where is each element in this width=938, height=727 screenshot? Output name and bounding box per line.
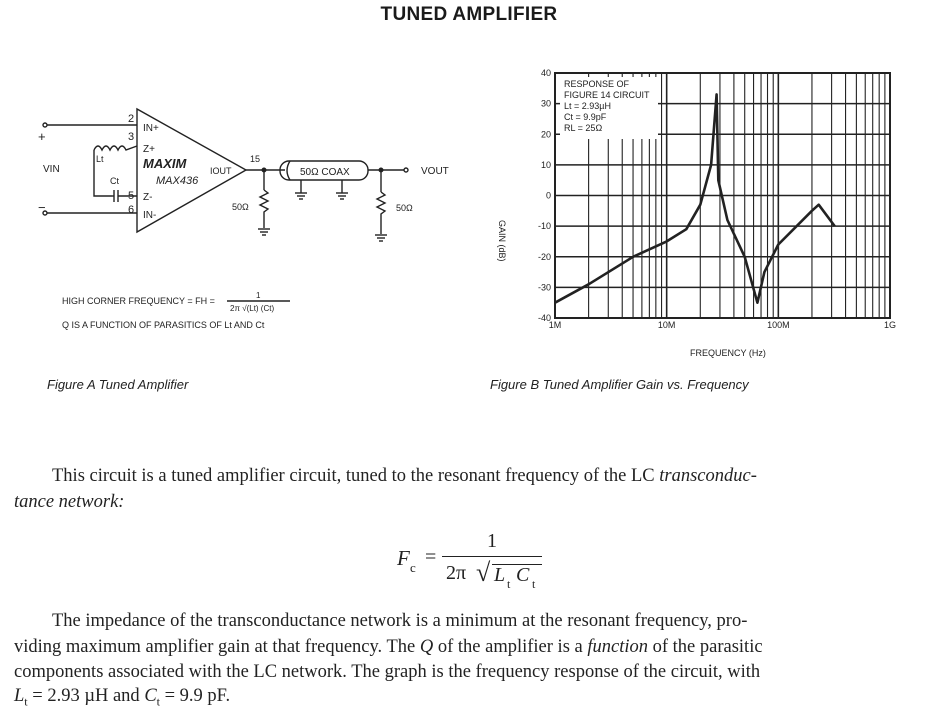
sqrt-icon: √ — [476, 558, 491, 587]
plus-sign: + — [38, 129, 46, 144]
x-tick-label: 10M — [658, 320, 676, 330]
lt-label: Lt — [96, 154, 104, 164]
pin-2-label: 2 — [128, 113, 134, 125]
annotation-line: RL = 25Ω — [564, 123, 602, 133]
pin-5-label: 5 — [128, 190, 134, 202]
eq-equals: = — [425, 546, 437, 568]
paragraph-2-line-4: Lt = 2.93 µH and Ct = 9.9 pF. — [14, 686, 230, 710]
y-tick-label: 40 — [541, 68, 551, 78]
text-span: of the parasitic — [648, 637, 763, 657]
vin-label: VIN — [43, 164, 60, 175]
y-tick-label: -20 — [538, 252, 551, 262]
y-tick-label: 0 — [546, 191, 551, 201]
y-tick-label: -10 — [538, 221, 551, 231]
x-tick-label: 1M — [549, 320, 562, 330]
text-span: L — [14, 686, 25, 706]
x-axis-label: FREQUENCY (Hz) — [690, 348, 766, 358]
text-span: of the amplifier is a — [433, 637, 588, 657]
in-minus-label: IN- — [143, 210, 156, 221]
paragraph-2-line-3: components associated with the LC networ… — [14, 662, 761, 682]
q-note: Q IS A FUNCTION OF PARASITICS OF Lt AND … — [62, 320, 265, 330]
annotation-box — [560, 77, 658, 139]
ct-label: Ct — [110, 176, 119, 186]
pin-6-label: 6 — [128, 204, 134, 216]
text-span: = 9.9 pF. — [160, 686, 231, 706]
y-tick-label: -40 — [538, 313, 551, 323]
paragraph-2-line-2: viding maximum amplifier gain at that fr… — [14, 637, 763, 658]
eq-f: F — [397, 546, 410, 570]
page-title: TUNED AMPLIFIER — [380, 4, 558, 25]
paragraph-1-line-2: tance network: — [14, 492, 124, 513]
z-plus-label: Z+ — [143, 144, 155, 155]
eq-2pi: 2π — [446, 562, 467, 584]
vout-label: VOUT — [421, 166, 449, 177]
paragraph-2-line-1: The impedance of the transconductance ne… — [52, 611, 748, 631]
plot-frame — [554, 72, 891, 319]
y-tick-label: 20 — [541, 129, 551, 139]
x-tick-label: 1G — [884, 320, 896, 330]
annotation-line: Lt = 2.93µH — [564, 101, 611, 111]
minus-sign: − — [38, 200, 46, 215]
eq-c: C — [516, 564, 530, 586]
resistor-1-label: 50Ω — [232, 202, 249, 212]
pin-15-label: 15 — [250, 154, 260, 164]
text-span: This circuit is a tuned amplifier circui… — [52, 466, 660, 486]
text-span: t — [24, 694, 28, 709]
text-span: C — [144, 686, 157, 706]
paragraph-1-line-1: This circuit is a tuned amplifier circui… — [52, 466, 757, 487]
gain-curve — [554, 93, 836, 304]
annotation-line: FIGURE 14 CIRCUIT — [564, 90, 650, 100]
annotation-line: RESPONSE OF — [564, 79, 630, 89]
annotation-line: Ct = 9.9pF — [564, 112, 607, 122]
text-span: tance network: — [14, 492, 125, 512]
z-minus-label: Z- — [143, 192, 152, 203]
text-span: Q — [419, 637, 434, 657]
y-tick-label: 10 — [541, 160, 551, 170]
eq-l-sub: t — [507, 577, 511, 591]
eq-f-sub: c — [410, 560, 416, 575]
in-plus-label: IN+ — [143, 123, 159, 134]
corner-frequency-label: HIGH CORNER FREQUENCY = FH = — [62, 296, 215, 306]
eq-fraction-bar — [442, 556, 542, 557]
text-span: function — [587, 637, 648, 657]
amplifier-triangle — [136, 107, 248, 234]
figure-b-caption: Figure B Tuned Amplifier Gain vs. Freque… — [490, 377, 749, 392]
part-number: MAX436 — [156, 175, 199, 187]
maxim-logo: MAXIM — [143, 156, 188, 171]
x-tick-label: 100M — [767, 320, 790, 330]
formula-numerator: 1 — [256, 291, 261, 300]
resonant-frequency-equation: F c = 1 2π √ L t C t — [380, 528, 580, 598]
pin-3-label: 3 — [128, 131, 134, 143]
y-axis-label: GAIN (dB) — [497, 220, 507, 262]
y-tick-label: -30 — [538, 282, 551, 292]
formula-denominator: 2π √(Lt) (Ct) — [230, 304, 274, 313]
iout-label: IOUT — [210, 166, 232, 176]
figure-a-caption: Figure A Tuned Amplifier — [47, 377, 189, 392]
y-tick-label: 30 — [541, 99, 551, 109]
text-span: = 2.93 µH and — [27, 686, 145, 706]
eq-radical-bar — [492, 564, 542, 565]
text-span: t — [156, 694, 160, 709]
eq-l: L — [494, 564, 506, 586]
eq-numerator: 1 — [487, 530, 497, 552]
circuit-diagram: 2 3 5 6 IN+ Z+ Z- IN- IOUT MAXIM MAX436 … — [38, 107, 449, 330]
eq-c-sub: t — [532, 577, 536, 591]
text-span: viding maximum amplifier gain at that fr… — [14, 637, 420, 657]
resistor-2-label: 50Ω — [396, 203, 413, 213]
text-span: transconduc- — [659, 466, 757, 486]
coax-label: 50Ω COAX — [300, 167, 350, 178]
